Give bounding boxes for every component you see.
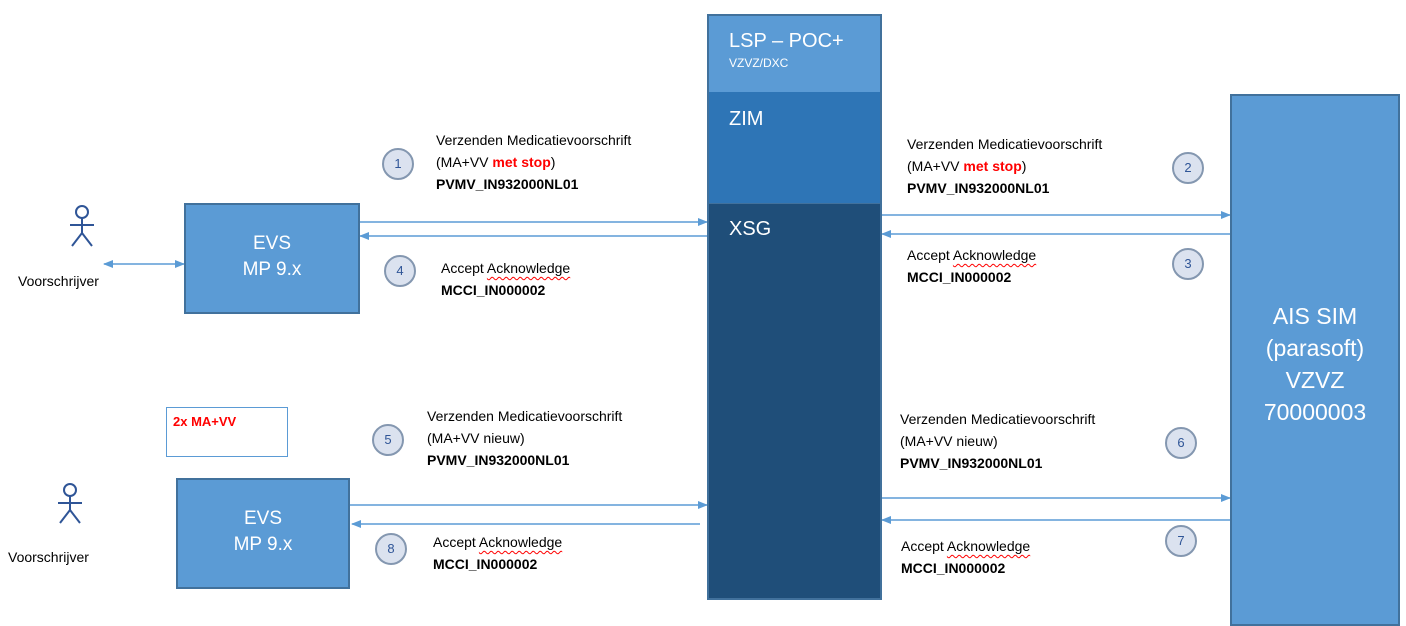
actor-2-icon [58, 483, 82, 524]
actor-1-icon [70, 205, 94, 247]
evs-box-1: EVS MP 9.x [184, 203, 360, 314]
msg-7-line-2: MCCI_IN000002 [901, 560, 1006, 576]
evs-1-line-2: MP 9.x [242, 259, 302, 280]
msg-3: Accept Acknowledge MCCI_IN000002 [907, 244, 1036, 288]
step-1-badge: 1 [382, 148, 414, 180]
evs-2-line-1: EVS [243, 508, 283, 529]
msg-1-line-2: (MA+VV met stop) [436, 154, 556, 170]
evs-1-line-1: EVS [252, 233, 292, 254]
msg-1-line-1: Verzenden Medicatievoorschrift [436, 132, 632, 148]
step-7-badge: 7 [1165, 525, 1197, 557]
msg-4: Accept Acknowledge MCCI_IN000002 [441, 257, 570, 301]
ais-line-4: 70000003 [1263, 399, 1367, 425]
ais-sim-box: AIS SIM (parasoft) VZVZ 70000003 [1230, 94, 1400, 626]
msg-4-line-1: Accept Acknowledge [441, 260, 571, 276]
step-3-badge: 3 [1172, 248, 1204, 280]
msg-1-line-3: PVMV_IN932000NL01 [436, 176, 579, 192]
msg-4-line-2: MCCI_IN000002 [441, 282, 546, 298]
msg-6-line-3: PVMV_IN932000NL01 [900, 455, 1043, 471]
zim-label: ZIM [729, 108, 764, 130]
xsg-box: XSG [707, 203, 882, 600]
zim-box: ZIM [707, 92, 882, 203]
msg-2-line-2: (MA+VV met stop) [907, 158, 1027, 174]
step-2-badge: 2 [1172, 152, 1204, 184]
note-text: 2x MA+VV [173, 414, 237, 429]
lsp-header-box: LSP – POC+ VZVZ/DXC [707, 14, 882, 92]
msg-8: Accept Acknowledge MCCI_IN000002 [433, 531, 562, 575]
msg-8-line-2: MCCI_IN000002 [433, 556, 538, 572]
actor-1-label: Voorschrijver [18, 273, 99, 289]
msg-3-line-1: Accept Acknowledge [907, 247, 1037, 263]
msg-5-line-1: Verzenden Medicatievoorschrift [427, 408, 623, 424]
ais-line-1: AIS SIM [1272, 303, 1358, 329]
step-4-badge: 4 [384, 255, 416, 287]
note-box: 2x MA+VV [166, 407, 288, 457]
msg-3-line-2: MCCI_IN000002 [907, 269, 1012, 285]
msg-2-line-3: PVMV_IN932000NL01 [907, 180, 1050, 196]
actor-2-label: Voorschrijver [8, 549, 89, 565]
msg-6-line-1: Verzenden Medicatievoorschrift [900, 411, 1096, 427]
msg-2: Verzenden Medicatievoorschrift (MA+VV me… [907, 133, 1102, 199]
msg-7-line-1: Accept Acknowledge [901, 538, 1031, 554]
step-6-badge: 6 [1165, 427, 1197, 459]
evs-box-2: EVS MP 9.x [176, 478, 350, 589]
lsp-title: LSP – POC+ [729, 30, 844, 52]
evs-2-line-2: MP 9.x [233, 534, 293, 555]
ais-line-3: VZVZ [1285, 367, 1345, 393]
msg-5: Verzenden Medicatievoorschrift (MA+VV ni… [427, 405, 622, 471]
msg-1: Verzenden Medicatievoorschrift (MA+VV me… [436, 129, 631, 195]
msg-2-line-1: Verzenden Medicatievoorschrift [907, 136, 1103, 152]
msg-7: Accept Acknowledge MCCI_IN000002 [901, 535, 1030, 579]
msg-6: Verzenden Medicatievoorschrift (MA+VV ni… [900, 408, 1095, 474]
step-8-badge: 8 [375, 533, 407, 565]
msg-8-line-1: Accept Acknowledge [433, 534, 563, 550]
msg-6-line-2: (MA+VV nieuw) [900, 433, 998, 449]
msg-5-line-2: (MA+VV nieuw) [427, 430, 525, 446]
xsg-label: XSG [729, 218, 772, 240]
ais-line-2: (parasoft) [1265, 335, 1365, 361]
msg-5-line-3: PVMV_IN932000NL01 [427, 452, 570, 468]
lsp-subtitle: VZVZ/DXC [729, 56, 789, 70]
step-5-badge: 5 [372, 424, 404, 456]
